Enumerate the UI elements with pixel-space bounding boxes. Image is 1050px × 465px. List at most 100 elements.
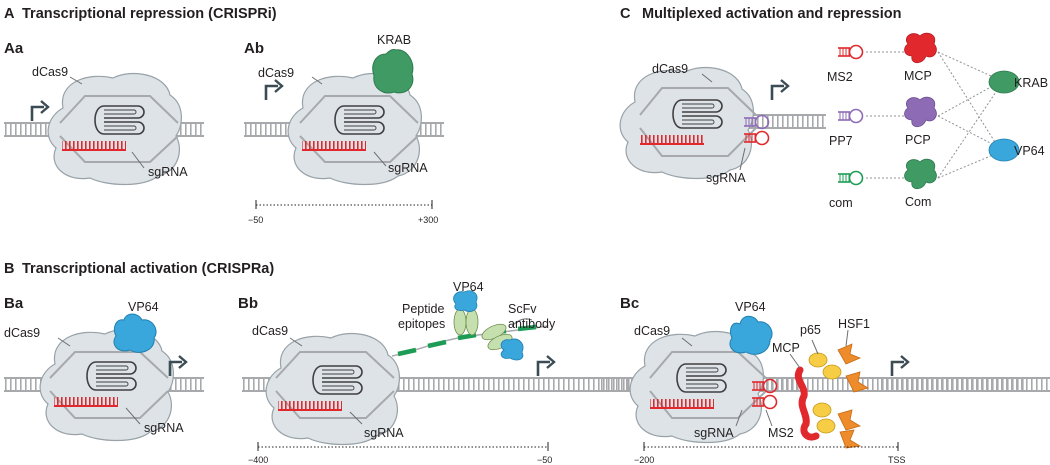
promoter-arrow-icon [770, 78, 790, 102]
p65-leader [811, 339, 819, 355]
sgrna-spacer [650, 399, 714, 408]
vp64-domain [988, 138, 1020, 162]
sgrna-leader [131, 151, 145, 169]
krab-domain [372, 49, 414, 94]
panel-label-bb: Bb [238, 295, 258, 312]
promoter-arrow-icon [30, 99, 50, 123]
sgrna-label: sgRNA [388, 161, 428, 175]
section-title-b: Transcriptional activation (CRISPRa) [22, 261, 274, 277]
scfv-antibody [453, 308, 467, 336]
sgrna-spacer [62, 141, 126, 150]
dcas9-label: dCas9 [258, 66, 294, 80]
scfv-label-line2: antibody [508, 317, 556, 331]
panel-ba: Ba VP64 dCas9 sgRNA [3, 295, 205, 442]
sgrna-leader [349, 411, 363, 425]
sgrna-label: sgRNA [694, 426, 734, 440]
mcp-protein [904, 32, 937, 64]
sgrna-label: sgRNA [148, 165, 188, 179]
vp64-label: VP64 [453, 280, 484, 294]
panel-label-bc: Bc [620, 295, 639, 312]
panel-bc: Bc VP64 MCP p65 HSF1 [620, 295, 1050, 465]
vp64-domain [453, 290, 478, 312]
scale-label-left: −400 [248, 455, 268, 465]
sgrna-spacer [302, 141, 366, 150]
sgrna-label: sgRNA [144, 421, 184, 435]
aptamer-label-ms2: MS2 [827, 70, 853, 84]
scfv-leader [511, 318, 533, 327]
panel-ab: Ab KRAB dCas9 sgRNA −50 +300 [243, 33, 445, 225]
section-letter-b: B [4, 261, 14, 277]
aptamer-label-pp7: PP7 [829, 134, 853, 148]
sgrna-label: sgRNA [706, 171, 746, 185]
vp64-domain [729, 315, 773, 355]
promoter-arrow-icon [264, 78, 284, 102]
dcas9-label: dCas9 [32, 65, 68, 79]
hsf1-leader [845, 329, 849, 347]
binder-label-com: Com [905, 195, 931, 209]
hsf1-label: HSF1 [838, 317, 870, 331]
pp7-aptamer-icon [837, 108, 864, 124]
vp64-label: VP64 [128, 300, 159, 314]
panel-label-ba: Ba [4, 295, 24, 312]
dcas9-leader [289, 337, 303, 347]
panel-label-ab: Ab [244, 40, 264, 57]
binder-label-mcp: MCP [904, 69, 932, 83]
section-letter-a: A [4, 6, 15, 22]
dcas9-label: dCas9 [634, 324, 670, 338]
effector-label-vp64: VP64 [1014, 144, 1045, 158]
dcas9-protein [619, 66, 755, 180]
mcp-leader [789, 353, 801, 369]
section-title-a: Transcriptional repression (CRISPRi) [22, 6, 277, 22]
effector-label-krab: KRAB [1014, 76, 1048, 90]
hsf1-domains [837, 343, 869, 449]
sgrna-leader [373, 151, 387, 167]
dcas9-label: dCas9 [252, 324, 288, 338]
section-title-c: Multiplexed activation and repression [642, 6, 901, 22]
binding-links [866, 51, 1001, 179]
dcas9-label: dCas9 [4, 326, 40, 340]
scfv-antibody [465, 308, 479, 336]
krab-label: KRAB [377, 33, 411, 47]
scale-label-right: +300 [418, 215, 438, 225]
pcp-protein [904, 96, 937, 128]
dcas9-label: dCas9 [652, 62, 688, 76]
dcas9-leader [69, 76, 83, 85]
aptamer-label-com: com [829, 196, 853, 210]
scale-label-right: −50 [537, 455, 552, 465]
com-aptamer-icon [837, 170, 864, 186]
peptide-label-line1: Peptide [402, 302, 444, 316]
sgrna-leader [739, 147, 746, 171]
sgrna-leader [735, 409, 743, 427]
binder-label-pcp: PCP [905, 133, 931, 147]
dna-strand-3 [879, 377, 1050, 392]
scfv-label-line1: ScFv [508, 302, 537, 316]
panel-c: dCas9 sgRNA MS2 PP7 com MCP PCP Com [619, 32, 1048, 210]
dcas9-leader [311, 76, 323, 85]
sgrna-spacer [278, 401, 342, 410]
panel-label-aa: Aa [4, 40, 24, 57]
promoter-arrow-icon [890, 354, 910, 378]
ms2-aptamer-icon [837, 44, 864, 60]
scale-label-right: TSS [888, 455, 906, 465]
vp64-label: VP64 [735, 300, 766, 314]
panel-bb: Bb VP64 Peptide epitopes ScFv antibody [238, 280, 801, 465]
scale-label-left: −50 [248, 215, 263, 225]
dcas9-leader [681, 337, 693, 347]
sgrna-label: sgRNA [364, 426, 404, 440]
promoter-arrow-icon [536, 354, 556, 378]
dcas9-leader [701, 73, 713, 83]
panel-aa: Aa dCas9 sgRNA [3, 40, 205, 186]
p65-label: p65 [800, 323, 821, 337]
mcp-label: MCP [772, 341, 800, 355]
sgrna-spacer [54, 397, 118, 406]
com-protein [904, 158, 937, 190]
peptide-label-line2: epitopes [398, 317, 445, 331]
ms2-label: MS2 [768, 426, 794, 440]
sgrna-leader [125, 407, 141, 425]
sgrna-spacer [640, 135, 704, 144]
vp64-domain [113, 313, 157, 353]
section-letter-c: C [620, 6, 631, 22]
krab-domain [988, 70, 1020, 94]
mcp-chain [794, 366, 820, 441]
